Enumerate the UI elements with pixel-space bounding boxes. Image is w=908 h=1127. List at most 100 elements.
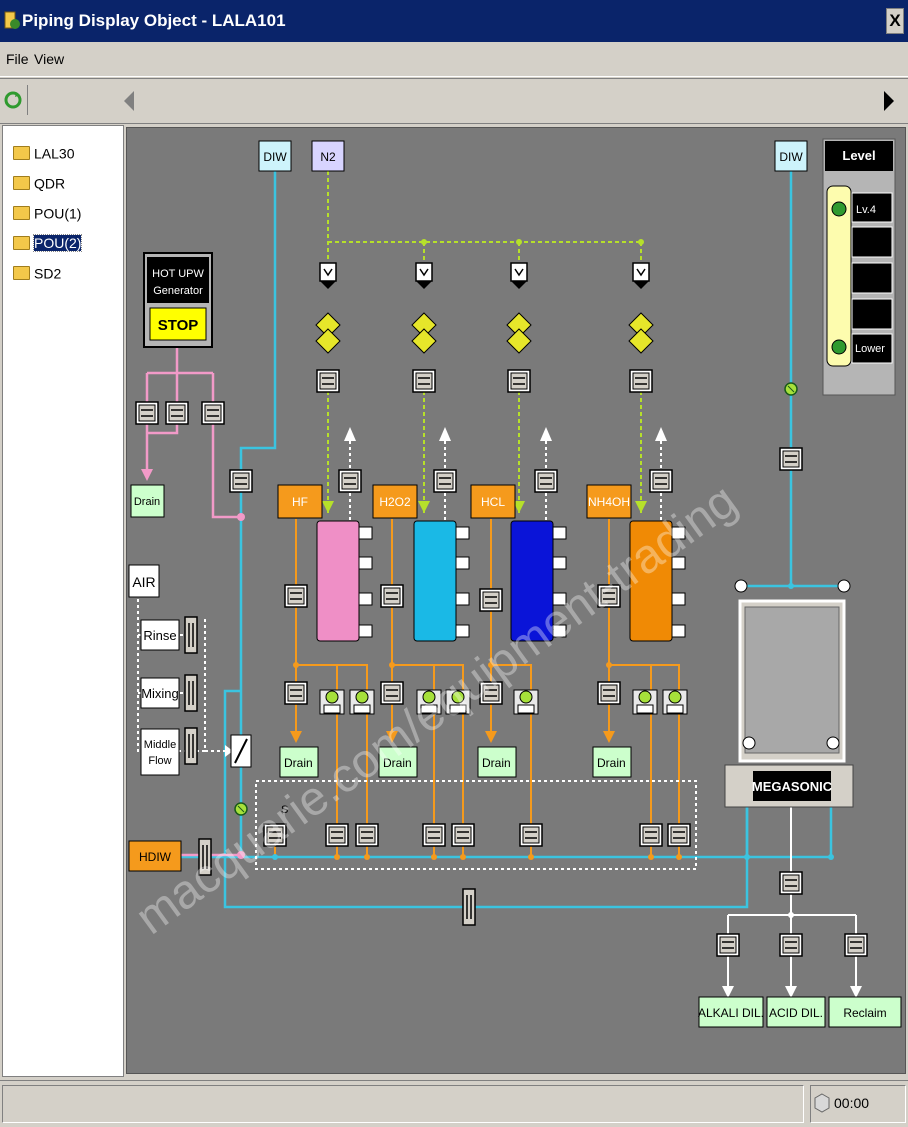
middle-flow-valve[interactable]	[184, 727, 198, 765]
drain-valve[interactable]	[380, 681, 404, 705]
chemical-nh4oh[interactable]: NH4OH	[586, 484, 632, 519]
chemical-hf[interactable]: HF	[277, 484, 323, 519]
folder-icon	[13, 146, 30, 161]
diw-source-left[interactable]: DIW	[258, 140, 292, 172]
pump-icon[interactable]	[513, 689, 539, 715]
n2-valve[interactable]	[412, 369, 436, 393]
hdiw-source[interactable]: HDIW	[128, 840, 182, 872]
tree-item-label: QDR	[34, 175, 66, 192]
n2-valve[interactable]	[507, 369, 531, 393]
chemical-h2o2[interactable]: H2O2	[372, 484, 418, 519]
reclaim-valve[interactable]	[844, 933, 868, 957]
tree-item-pou1[interactable]: POU(1)	[13, 204, 81, 224]
tank-nh4oh	[629, 520, 686, 642]
n2-regulator[interactable]	[319, 262, 337, 290]
tree-item-qdr[interactable]: QDR	[13, 174, 65, 194]
n2-label: N2	[320, 150, 336, 164]
folder-icon	[13, 266, 30, 281]
vent-valve[interactable]	[338, 469, 362, 493]
pump-icon[interactable]	[662, 689, 688, 715]
output-valve[interactable]	[779, 871, 803, 895]
diw-label: DIW	[263, 150, 287, 164]
scroll-left-icon[interactable]	[122, 91, 136, 111]
chemical-label: NH4OH	[588, 495, 630, 509]
pump-icon[interactable]	[632, 689, 658, 715]
tank-h2o2	[413, 520, 470, 642]
n2-filter-icon	[628, 312, 654, 354]
vent-valve[interactable]	[433, 469, 457, 493]
flow-indicator-icon	[784, 382, 798, 396]
acid-dil-valve[interactable]	[779, 933, 803, 957]
n2-valve[interactable]	[316, 369, 340, 393]
tree-item-label: LAL30	[34, 145, 75, 162]
hot-upw-valve[interactable]	[135, 401, 159, 425]
diw-valve[interactable]	[229, 469, 253, 493]
drain-h2o2: Drain	[378, 746, 418, 778]
chemical-valve[interactable]	[380, 584, 404, 608]
hot-upw-line2: Generator	[153, 285, 203, 297]
pump-icon[interactable]	[349, 689, 375, 715]
drain-valve[interactable]	[597, 681, 621, 705]
chemical-hcl[interactable]: HCL	[470, 484, 516, 519]
supply-valve[interactable]	[519, 823, 543, 847]
supply-valve[interactable]	[325, 823, 349, 847]
n2-valve[interactable]	[629, 369, 653, 393]
rinse-button[interactable]: Rinse	[140, 619, 180, 651]
reclaim-output: Reclaim	[828, 996, 902, 1028]
supply-valve[interactable]	[667, 823, 691, 847]
stop-button[interactable]: STOP	[158, 317, 199, 334]
title-bar: Piping Display Object - LALA101 X	[0, 0, 908, 42]
mixing-valve[interactable]	[184, 674, 198, 712]
tree-item-lal30[interactable]: LAL30	[13, 144, 74, 164]
scroll-right-icon[interactable]	[882, 91, 896, 111]
n2-regulator[interactable]	[510, 262, 528, 290]
drain-label: Drain	[284, 756, 313, 770]
drain-top: Drain	[130, 484, 165, 518]
hot-upw-valve[interactable]	[201, 401, 225, 425]
drain-valve[interactable]	[284, 681, 308, 705]
hot-upw-generator[interactable]: HOT UPW Generator STOP	[143, 252, 213, 348]
air-regulator-icon[interactable]	[230, 734, 252, 768]
chemical-arrows	[290, 731, 615, 743]
close-button[interactable]: X	[886, 8, 904, 34]
supply-valve[interactable]	[355, 823, 379, 847]
n2-regulator[interactable]	[415, 262, 433, 290]
menu-view[interactable]: View	[34, 51, 65, 67]
diw-source-right[interactable]: DIW	[774, 140, 808, 172]
tree-item-pou2[interactable]: POU(2)	[13, 234, 83, 254]
alkali-dil-valve[interactable]	[716, 933, 740, 957]
rinse-valve[interactable]	[184, 616, 198, 654]
hot-upw-valve[interactable]	[165, 401, 189, 425]
mixing-button[interactable]: Mixing	[140, 677, 180, 709]
menu-file[interactable]: File	[6, 51, 29, 67]
chemical-label: HF	[292, 495, 308, 509]
vent-arrows	[344, 427, 667, 521]
diw-label: DIW	[779, 150, 803, 164]
chemical-valve[interactable]	[284, 584, 308, 608]
diw-valve[interactable]	[779, 447, 803, 471]
megasonic-label: MEGASONIC	[752, 779, 833, 794]
vent-valve[interactable]	[649, 469, 673, 493]
n2-source[interactable]: N2	[311, 140, 345, 172]
flow-indicator-icon	[234, 802, 248, 816]
supply-valve[interactable]	[422, 823, 446, 847]
level-upper-indicator	[831, 201, 847, 217]
refresh-icon[interactable]	[4, 89, 22, 111]
tree-panel: LAL30 QDR POU(1) POU(2) SD2	[2, 125, 124, 1077]
diw-bypass-valve[interactable]	[462, 888, 476, 926]
tree-item-label: POU(2)	[32, 234, 83, 253]
chemical-valve[interactable]	[479, 588, 503, 612]
n2-regulator[interactable]	[632, 262, 650, 290]
pump-icon[interactable]	[319, 689, 345, 715]
clock-icon	[814, 1093, 830, 1113]
vent-valve[interactable]	[534, 469, 558, 493]
supply-valve[interactable]	[639, 823, 663, 847]
n2-arrows	[322, 239, 647, 513]
drain-nh4oh: Drain	[592, 746, 632, 778]
megasonic-bath: MEGASONIC	[724, 579, 854, 808]
supply-valve[interactable]	[451, 823, 475, 847]
output-label: ACID DIL.	[769, 1006, 823, 1020]
tree-item-sd2[interactable]: SD2	[13, 264, 61, 284]
middle-flow-line1: Middle	[144, 739, 176, 751]
